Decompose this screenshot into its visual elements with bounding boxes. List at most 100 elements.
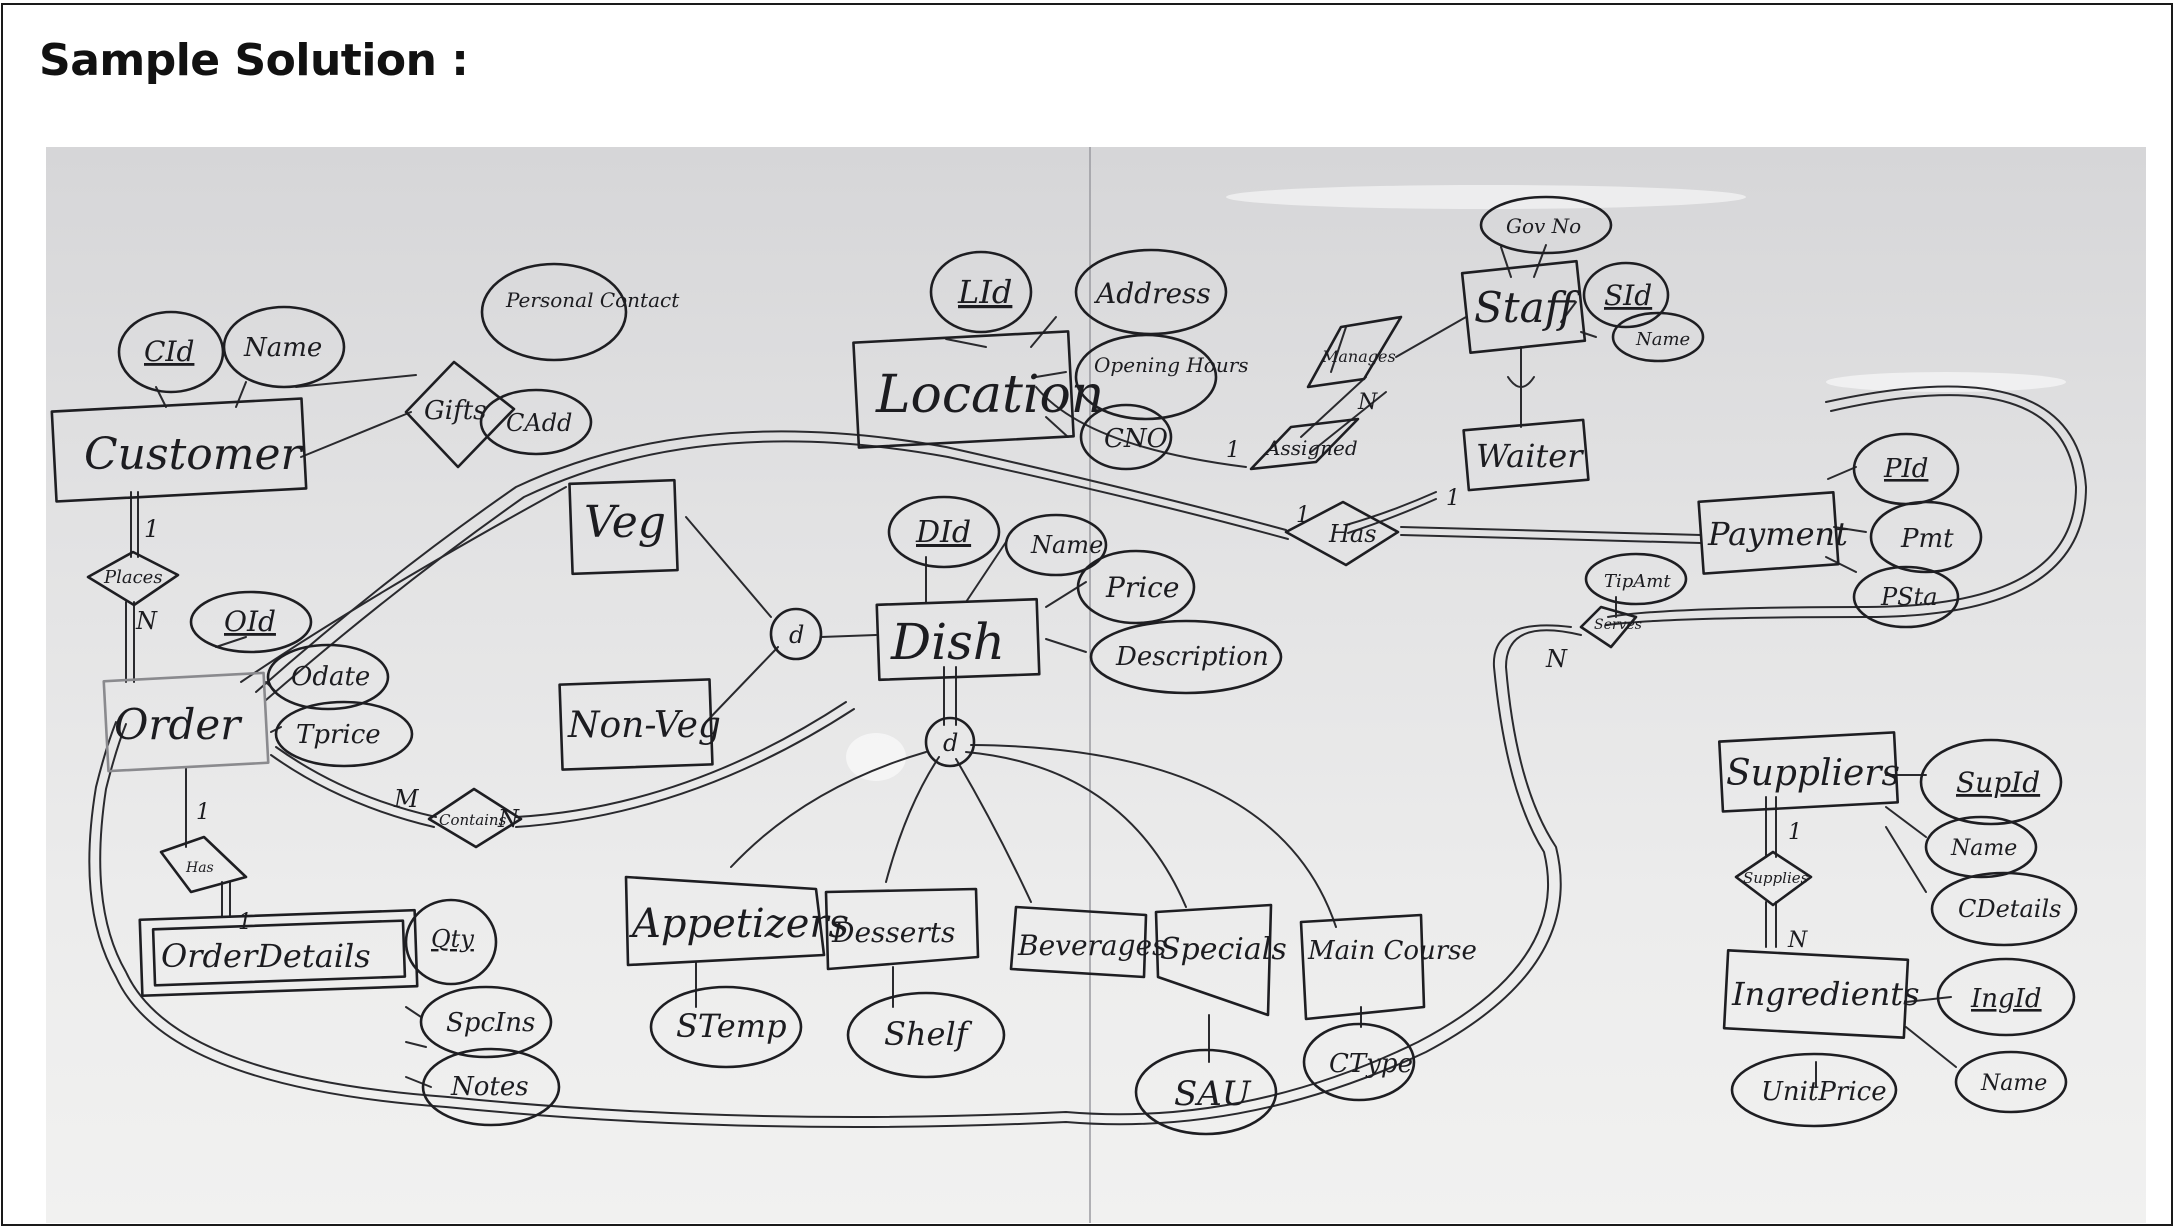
svg-text:SId: SId <box>1604 279 1652 312</box>
attr-spcins: SpcIns <box>419 985 553 1059</box>
relationship-label: Contains <box>439 811 507 829</box>
entity-label: Specials <box>1160 932 1287 967</box>
attr-dname: Name <box>1004 513 1108 577</box>
attr-oid: OId <box>189 590 313 654</box>
cardinality: 1 <box>1446 486 1460 511</box>
entity-label: Suppliers <box>1726 753 1900 794</box>
attr-gov-no: Gov No <box>1479 195 1613 255</box>
attr-laddr: Address <box>1074 248 1228 336</box>
entity-ingredients: Ingredients <box>1722 949 1920 1039</box>
svg-text:Notes: Notes <box>450 1072 529 1102</box>
attr-tipamt: TipAmt <box>1584 552 1688 606</box>
cardinality: M <box>393 785 420 813</box>
solution-frame: Sample Solution : <box>1 3 2173 1226</box>
relationship-label: Has <box>185 860 214 876</box>
svg-text:Odate: Odate <box>291 662 370 692</box>
cardinality: N <box>135 607 158 635</box>
svg-text:Opening Hours: Opening Hours <box>1094 353 1249 377</box>
svg-text:CNO: CNO <box>1104 424 1168 454</box>
svg-text:CId: CId <box>144 335 194 368</box>
cardinality-labels: 1 N M N 1 1 1 N N 1 1 1 N <box>135 390 1808 953</box>
relationship-label: Places <box>103 567 163 588</box>
svg-text:Personal Contact: Personal Contact <box>505 288 680 312</box>
disjoint-label: d <box>789 621 804 649</box>
attributes: CId Name Personal Contact CAdd LId Addre… <box>117 195 2078 1136</box>
glare-highlight <box>1226 185 1746 209</box>
svg-text:Name: Name <box>243 333 322 363</box>
svg-text:SupId: SupId <box>1956 766 2040 799</box>
attr-pmt: Pmt <box>1869 500 1983 574</box>
cardinality: N <box>497 805 520 833</box>
relationship-label: Gifts <box>424 396 487 426</box>
attr-tprice: Tprice <box>274 700 414 768</box>
entity-waiter: Waiter <box>1462 418 1590 492</box>
attr-sdetails: CDetails <box>1930 871 2078 947</box>
disjoint-circle-course: d <box>924 716 976 768</box>
entity-label: Customer <box>84 429 305 480</box>
svg-text:Gov No: Gov No <box>1506 214 1581 238</box>
attr-cid: CId <box>117 310 225 394</box>
svg-text:STemp: STemp <box>676 1007 787 1045</box>
relationship-label: Assigned <box>1264 436 1358 460</box>
attr-pstatus: PSta <box>1852 565 1960 629</box>
cardinality: N <box>1787 928 1808 953</box>
svg-text:Name: Name <box>1950 836 2017 861</box>
relationship-manages: Manages <box>1306 315 1403 389</box>
attr-lid: LId <box>929 250 1033 334</box>
entity-label: Waiter <box>1476 437 1584 475</box>
svg-text:Pmt: Pmt <box>1900 524 1954 554</box>
relationship-label: Has <box>1328 520 1377 548</box>
svg-text:SAU: SAU <box>1174 1074 1252 1114</box>
attr-ingname: Name <box>1954 1050 2068 1114</box>
relationship-serves: Serves <box>1579 605 1642 649</box>
disjoint-label: d <box>943 729 958 757</box>
relationship-places: Places <box>86 550 180 607</box>
svg-text:UnitPrice: UnitPrice <box>1761 1077 1887 1107</box>
svg-text:Price: Price <box>1105 571 1179 604</box>
svg-text:Description: Description <box>1115 642 1269 672</box>
svg-text:Name: Name <box>1030 531 1103 559</box>
entity-specials: Specials <box>1154 903 1287 1017</box>
cardinality: 1 <box>1226 438 1240 463</box>
svg-text:IngId: IngId <box>1970 984 2042 1014</box>
attr-opening-hours: Opening Hours <box>1074 333 1249 421</box>
entity-label: Staff <box>1474 283 1581 332</box>
glare-highlight <box>1826 372 2066 392</box>
attr-qty: Qty <box>404 898 498 986</box>
entity-customer: Customer <box>50 397 308 503</box>
entity-label: Dish <box>890 613 1005 671</box>
svg-text:LId: LId <box>957 273 1012 311</box>
attr-supname: Name <box>1924 815 2038 879</box>
svg-text:CType: CType <box>1329 1049 1413 1079</box>
entity-payment: Payment <box>1697 491 1848 575</box>
svg-text:Qty: Qty <box>431 925 474 953</box>
attr-caddr: CAdd <box>479 388 593 456</box>
glare-highlight <box>846 733 906 781</box>
entity-label: OrderDetails <box>161 937 371 975</box>
entity-veg: Veg <box>568 478 679 576</box>
relationship-label: Serves <box>1594 617 1642 633</box>
svg-text:PSta: PSta <box>1880 583 1938 611</box>
entity-maincourse: Main Course <box>1299 913 1477 1021</box>
entity-label: Payment <box>1707 515 1848 553</box>
svg-text:CDetails: CDetails <box>1958 895 2061 923</box>
cardinality: N <box>1545 645 1568 673</box>
entity-nonveg: Non-Veg <box>558 678 721 771</box>
relationship-label: Manages <box>1321 347 1396 366</box>
attr-pid: PId <box>1852 432 1960 506</box>
attr-cname: Name <box>222 305 346 389</box>
connector-lines <box>88 244 2088 1128</box>
entity-label: Non-Veg <box>567 705 721 746</box>
attr-personal-contact: Personal Contact <box>480 262 680 362</box>
entity-label: Order <box>114 700 243 749</box>
svg-text:TipAmt: TipAmt <box>1604 571 1671 592</box>
entity-beverages: Beverages <box>1009 905 1166 979</box>
entity-dish: Dish <box>875 597 1041 682</box>
relationship-has-details: Has <box>159 835 248 894</box>
entity-label: Ingredients <box>1731 975 1920 1013</box>
entity-label: Beverages <box>1017 929 1166 962</box>
svg-text:DId: DId <box>915 515 971 550</box>
svg-text:Name: Name <box>1635 329 1690 350</box>
attr-ingid: IngId <box>1936 957 2076 1037</box>
relationship-assigned: Assigned <box>1249 417 1360 471</box>
